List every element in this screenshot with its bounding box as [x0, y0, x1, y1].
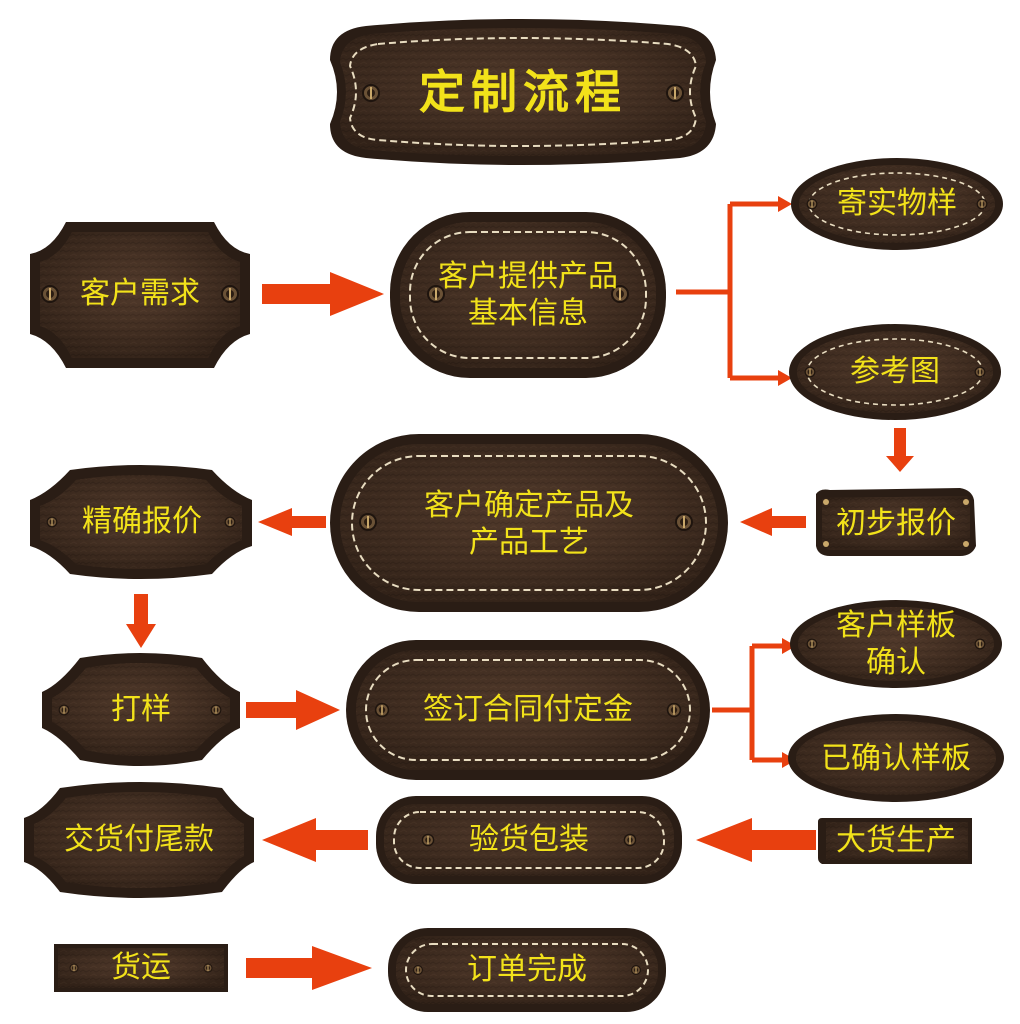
tag-confirmed-sample: [788, 714, 1004, 802]
tag-mass-production: [818, 818, 972, 864]
tag-send-sample: [791, 158, 1003, 250]
arrow-inspection-to-delivery: [262, 818, 368, 862]
tag-initial-quote: [816, 488, 976, 556]
arrow-sampling-to-contract: [246, 690, 340, 730]
branch-contract-to-samples: [712, 643, 784, 763]
tag-delivery-final-payment: [24, 782, 254, 898]
connectors: [126, 196, 914, 990]
arrow-initial-quote-to-confirm: [740, 508, 806, 536]
arrow-production-to-inspection: [696, 818, 816, 862]
tag-confirm-product: [330, 434, 728, 612]
tag-shipping: [54, 944, 228, 992]
arrowhead-to-customer-sample: [782, 638, 796, 654]
tag-customer-info: [390, 212, 666, 378]
arrowhead-to-send-sample: [778, 196, 792, 212]
tag-sign-contract: [346, 640, 710, 780]
arrow-demand-to-info: [262, 272, 384, 316]
arrow-reference-to-initial-quote: [886, 428, 914, 472]
tag-order-complete: [388, 928, 666, 1012]
tag-inspection-packing: [376, 796, 682, 884]
arrow-confirm-to-precise-quote: [258, 508, 326, 536]
arrow-shipping-to-complete: [246, 946, 372, 990]
tags: [24, 19, 1004, 1012]
arrow-precise-quote-to-sampling: [126, 594, 156, 648]
arrowhead-to-reference-image: [778, 370, 792, 386]
branch-info-to-samples: [676, 201, 778, 381]
tag-customer-sample-confirm: [790, 600, 1002, 688]
tag-precise-quote: [30, 465, 252, 579]
tag-customer-demand: [30, 222, 250, 368]
tag-reference-image: [789, 324, 1001, 420]
tag-sampling: [42, 653, 240, 766]
title-tag: [330, 19, 716, 165]
